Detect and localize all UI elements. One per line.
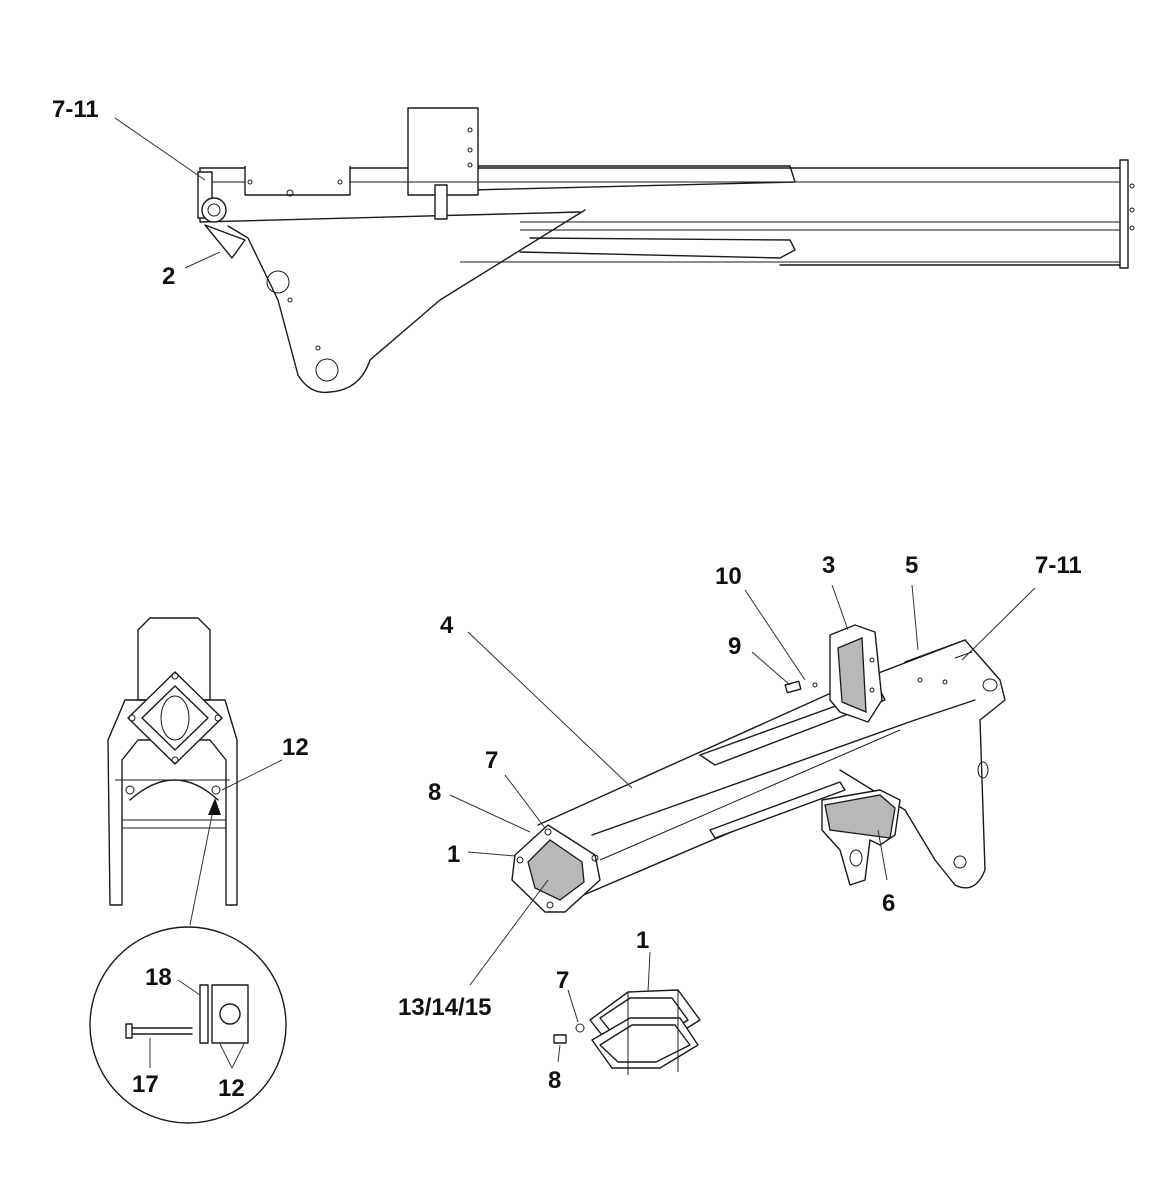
callout-7: 7 bbox=[485, 747, 498, 774]
callout-pad-7: 7 bbox=[556, 967, 569, 994]
boom-side-view bbox=[114, 107, 1135, 394]
callout-12-end: 12 bbox=[282, 734, 309, 761]
callout-7-11-iso: 7-11 bbox=[1035, 552, 1082, 579]
callout-6: 6 bbox=[882, 890, 895, 917]
detail-circle bbox=[89, 926, 287, 1124]
callout-8: 8 bbox=[428, 779, 441, 806]
callout-4: 4 bbox=[440, 612, 454, 639]
boom-end-view bbox=[107, 617, 283, 926]
callout-pad-1: 1 bbox=[636, 927, 649, 954]
callout-3: 3 bbox=[822, 552, 835, 579]
callout-pad-8: 8 bbox=[548, 1067, 561, 1094]
callout-9: 9 bbox=[728, 633, 741, 660]
pad-exploded-view bbox=[553, 951, 701, 1075]
boom-isometric-view bbox=[449, 584, 1036, 986]
callout-10: 10 bbox=[715, 563, 742, 590]
callout-13-14-15: 13/14/15 bbox=[398, 994, 491, 1021]
callout-12-detail: 12 bbox=[218, 1075, 245, 1102]
callout-2: 2 bbox=[162, 263, 175, 290]
callout-1: 1 bbox=[447, 841, 460, 868]
callout-18: 18 bbox=[145, 964, 172, 991]
callout-7-11-top: 7-11 bbox=[52, 96, 99, 123]
callout-5: 5 bbox=[905, 552, 918, 579]
callout-17: 17 bbox=[132, 1071, 159, 1098]
